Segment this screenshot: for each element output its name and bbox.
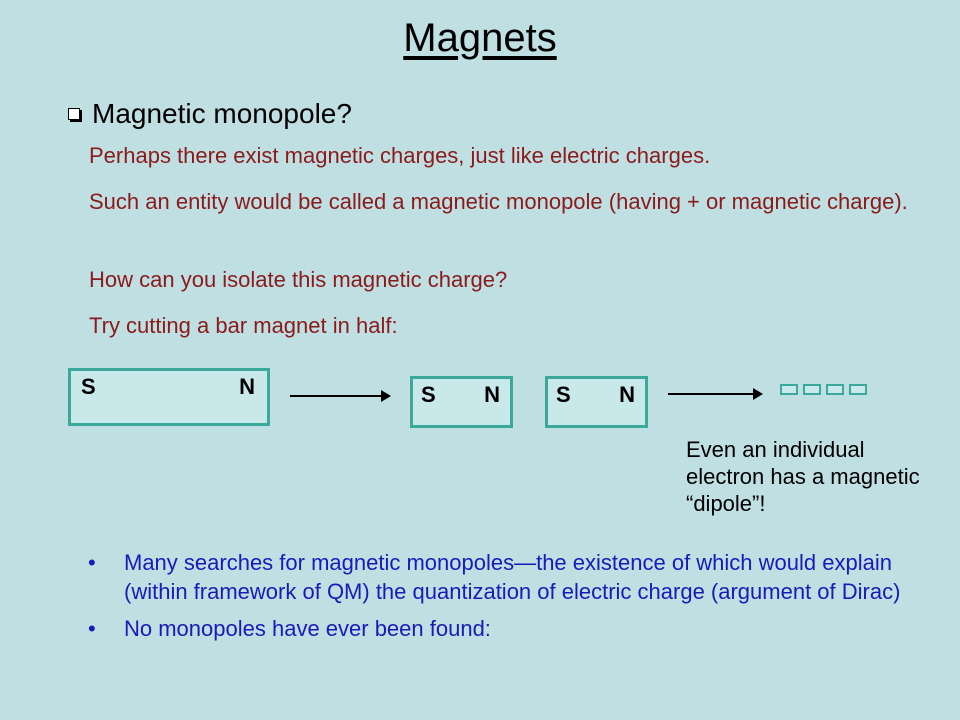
paragraph-2: Such an entity would be called a magneti… [89,189,908,214]
tiny-magnet-icon [826,384,844,395]
list-item: • No monopoles have ever been found: [88,614,908,643]
full-bar-magnet: S N [68,368,270,426]
south-pole-label: S [421,382,436,407]
tiny-magnet-icon [780,384,798,395]
bullet-dot-icon: • [88,616,96,641]
paragraph-3: How can you isolate this magnetic charge… [89,267,508,292]
south-pole-label: S [556,382,571,407]
checkbox-bullet-icon [68,108,80,120]
bullet-text: Many searches for magnetic monopoles—the… [124,550,901,604]
south-pole-label: S [81,374,96,399]
bullet-list: • Many searches for magnetic monopoles—t… [88,548,908,651]
tiny-magnet-icon [849,384,867,395]
north-pole-label: N [484,382,500,407]
arrow-1-icon [290,390,391,402]
paragraph-1: Perhaps there exist magnetic charges, ju… [89,143,711,168]
bullet-text: No monopoles have ever been found: [124,616,491,641]
slide-title: Magnets [403,16,557,60]
half-magnet-2: S N [545,376,648,428]
north-pole-label: N [239,374,255,399]
list-item: • Many searches for magnetic monopoles—t… [88,548,908,606]
north-pole-label: N [619,382,635,407]
section-heading-text: Magnetic monopole? [92,98,352,129]
section-heading: Magnetic monopole? [68,98,352,130]
half-magnet-1: S N [410,376,513,428]
electron-dipole-note: Even an individual electron has a magnet… [686,437,920,516]
tiny-magnet-icon [803,384,821,395]
bullet-dot-icon: • [88,550,96,575]
arrow-2-icon [668,388,763,400]
paragraph-4: Try cutting a bar magnet in half: [89,313,398,338]
